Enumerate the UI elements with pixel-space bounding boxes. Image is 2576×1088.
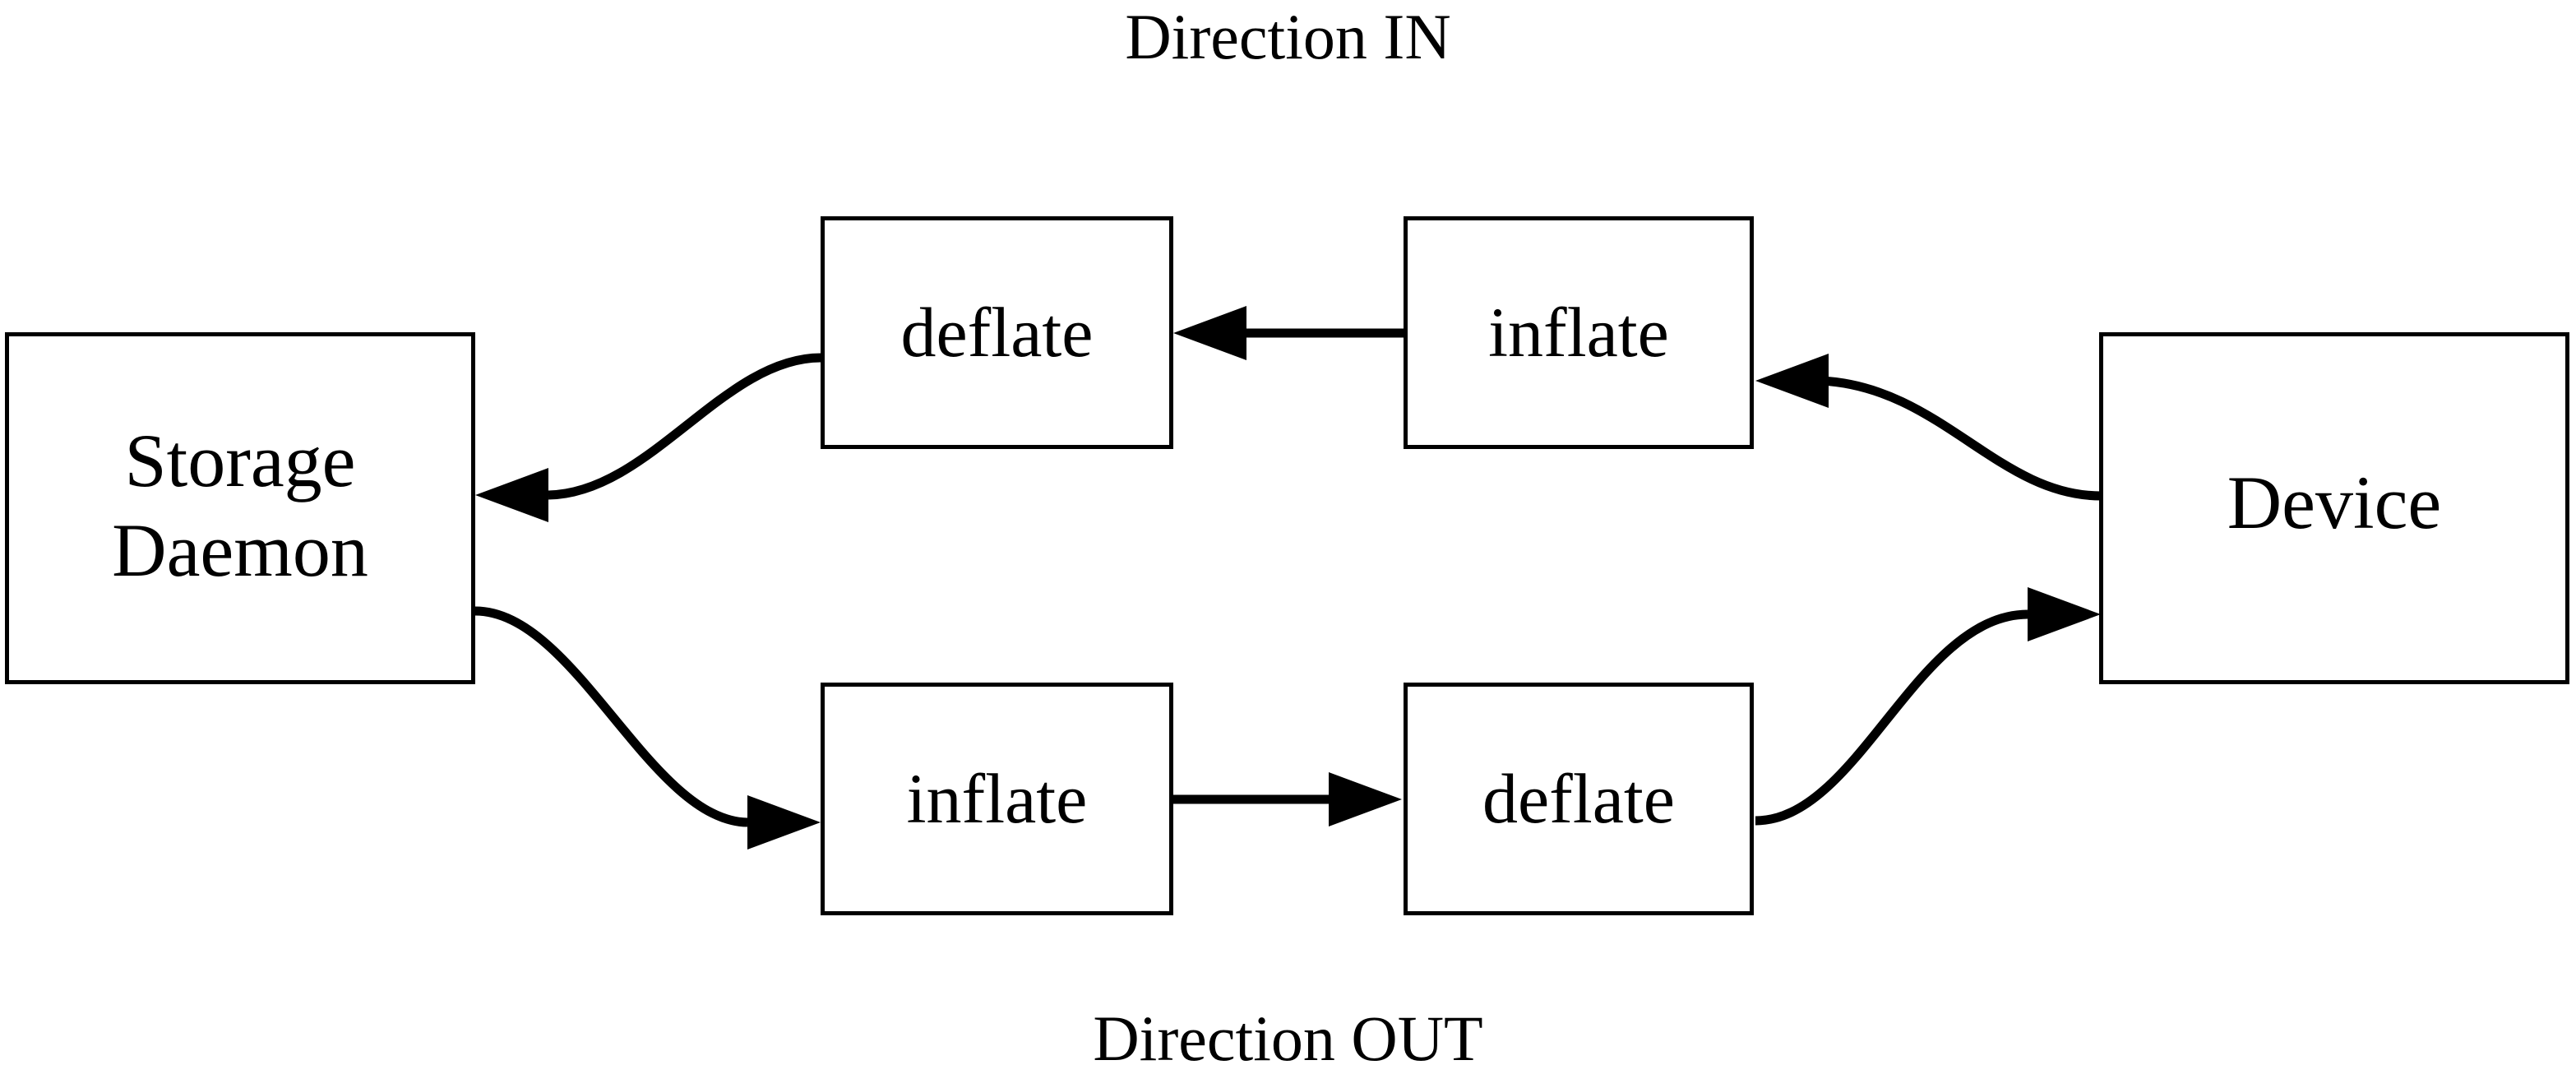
- node-inflate-out[interactable]: inflate: [821, 683, 1173, 915]
- node-deflate-in[interactable]: deflate: [821, 216, 1173, 449]
- node-storage-daemon-label: Storage Daemon: [112, 419, 368, 592]
- edge-deflate-out-to-device: [1755, 587, 2101, 826]
- edge-storage-to-inflate-out: [474, 606, 821, 850]
- edge-inflate-in-to-deflate-in: [1173, 306, 1404, 360]
- node-deflate-in-label: deflate: [900, 292, 1094, 372]
- node-device[interactable]: Device: [2099, 332, 2569, 684]
- node-inflate-in-label: inflate: [1488, 292, 1669, 372]
- node-inflate-out-label: inflate: [906, 758, 1088, 838]
- node-storage-daemon[interactable]: Storage Daemon: [5, 332, 475, 684]
- title-direction-in: Direction IN: [1125, 1, 1451, 72]
- node-inflate-in[interactable]: inflate: [1404, 216, 1754, 449]
- node-device-label: Device: [2227, 460, 2442, 544]
- edge-deflate-in-to-storage: [475, 353, 821, 522]
- edge-inflate-out-to-deflate-out: [1173, 772, 1402, 826]
- node-deflate-out[interactable]: deflate: [1404, 683, 1754, 915]
- edge-device-to-inflate-in: [1755, 354, 2102, 501]
- node-deflate-out-label: deflate: [1482, 758, 1675, 838]
- title-direction-out: Direction OUT: [1093, 1002, 1483, 1074]
